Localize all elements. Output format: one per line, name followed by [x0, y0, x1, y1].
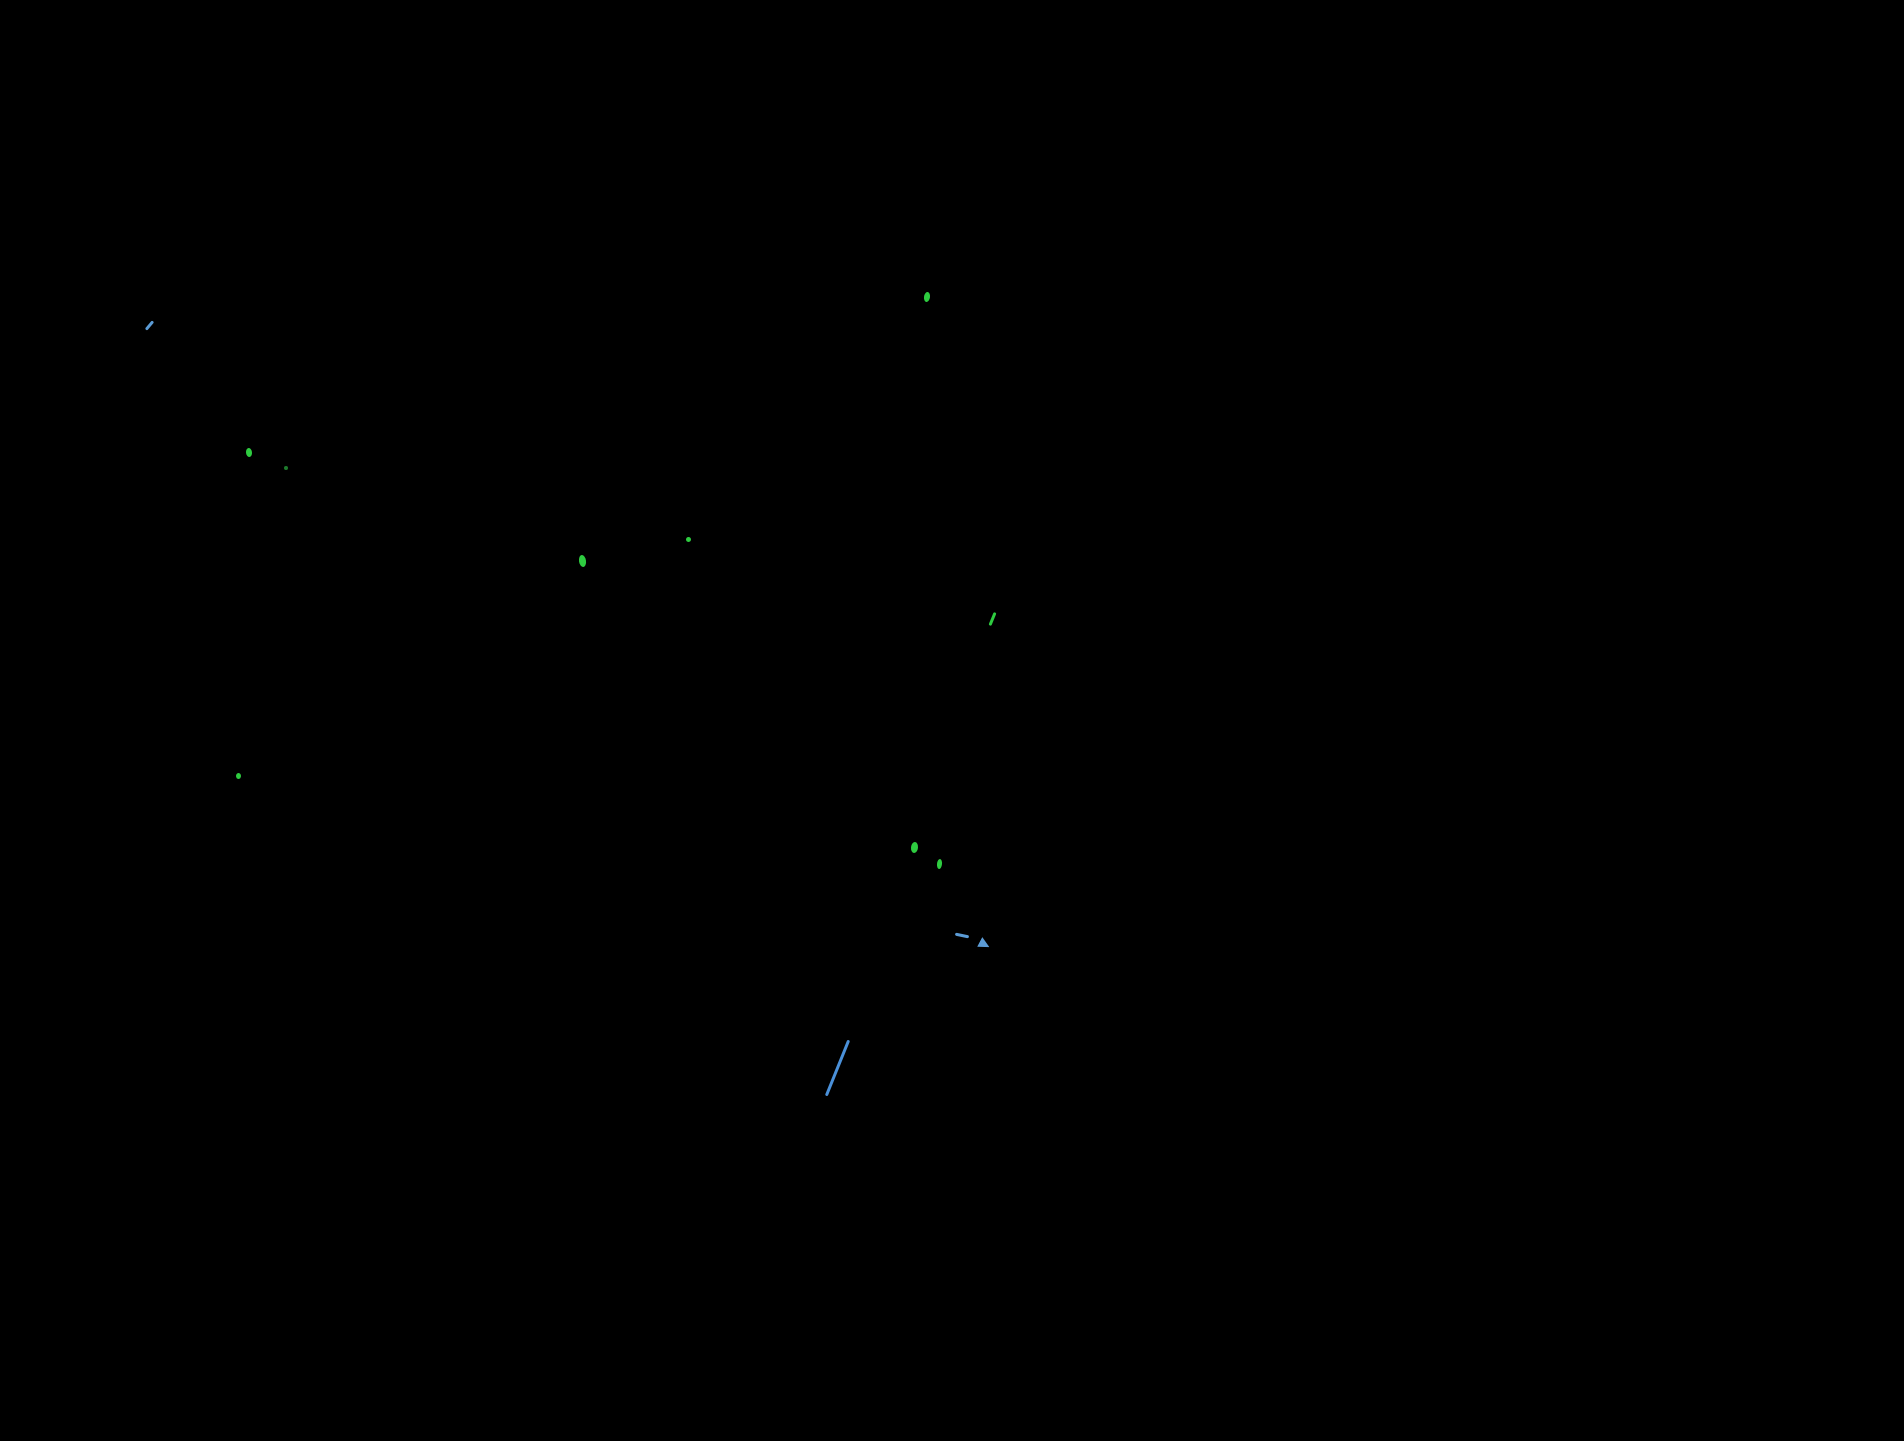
- blue-slash-upper-left: [144, 320, 155, 331]
- green-slash-right: [988, 611, 997, 627]
- green-speck-top-center: [923, 291, 931, 303]
- green-speck-center: [578, 554, 587, 568]
- blue-arrowhead: [977, 937, 992, 952]
- green-speck-lower-center: [910, 841, 919, 854]
- green-speck-left-faint: [284, 466, 288, 470]
- green-speck-center-small: [686, 537, 691, 542]
- green-speck-lower-center-2: [936, 858, 943, 870]
- green-speck-lower-left: [236, 773, 241, 779]
- green-speck-left: [245, 447, 253, 458]
- blue-streak: [824, 1039, 851, 1097]
- blue-dash: [954, 932, 970, 939]
